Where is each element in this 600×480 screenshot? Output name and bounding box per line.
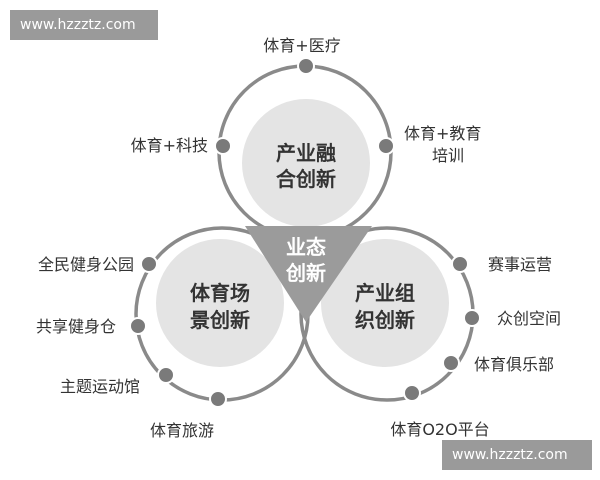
dot-top-right	[377, 137, 395, 155]
left-inner-circle	[156, 239, 284, 367]
dot-left-1	[140, 255, 158, 273]
node-label-left-3: 主题运动馆	[60, 377, 140, 396]
dot-right-3	[442, 354, 460, 372]
node-label-right-3: 体育俱乐部	[474, 355, 554, 374]
right-circle-label-line2: 织创新	[355, 308, 415, 332]
watermark-top: www.hzzztz.com	[10, 10, 158, 40]
left-circle-label-line2: 景创新	[190, 308, 250, 332]
dot-left-2	[129, 317, 147, 335]
center-label-line1: 业态	[286, 235, 326, 259]
node-label-top-right-2: 培训	[432, 146, 464, 165]
top-inner-circle	[242, 99, 370, 227]
dot-right-1	[451, 255, 469, 273]
node-dots	[129, 57, 481, 408]
dot-left-4	[209, 390, 227, 408]
dot-left-3	[157, 366, 175, 384]
dot-right-4	[403, 384, 421, 402]
top-circle-label-line2: 合创新	[276, 167, 336, 191]
top-circle-label-line1: 产业融	[276, 141, 336, 165]
dot-top-left	[214, 137, 232, 155]
node-label-top-right-1: 体育+教育	[404, 124, 481, 143]
node-label-right-1: 赛事运营	[488, 255, 552, 274]
right-inner-circle	[321, 239, 449, 367]
center-label-line2: 创新	[285, 261, 326, 285]
node-labels: 体育+医疗 体育+科技 体育+教育 培训 全民健身公园 共享健身仓 主题运动馆 …	[36, 36, 561, 440]
node-label-top-left: 体育+科技	[131, 136, 208, 155]
node-label-left-2: 共享健身仓	[36, 317, 116, 336]
node-label-right-2: 众创空间	[497, 309, 561, 328]
node-label-right-4: 体育O2O平台	[390, 420, 489, 439]
node-label-left-1: 全民健身公园	[38, 255, 134, 274]
node-label-left-4: 体育旅游	[150, 421, 214, 440]
left-circle-label-line1: 体育场	[190, 281, 250, 305]
right-circle-label-line1: 产业组	[355, 281, 415, 305]
node-label-top-center: 体育+医疗	[263, 36, 340, 55]
center-triangle	[245, 226, 372, 322]
dot-top-center	[297, 57, 315, 75]
dot-right-2	[463, 309, 481, 327]
watermark-bottom: www.hzzztz.com	[442, 440, 592, 470]
